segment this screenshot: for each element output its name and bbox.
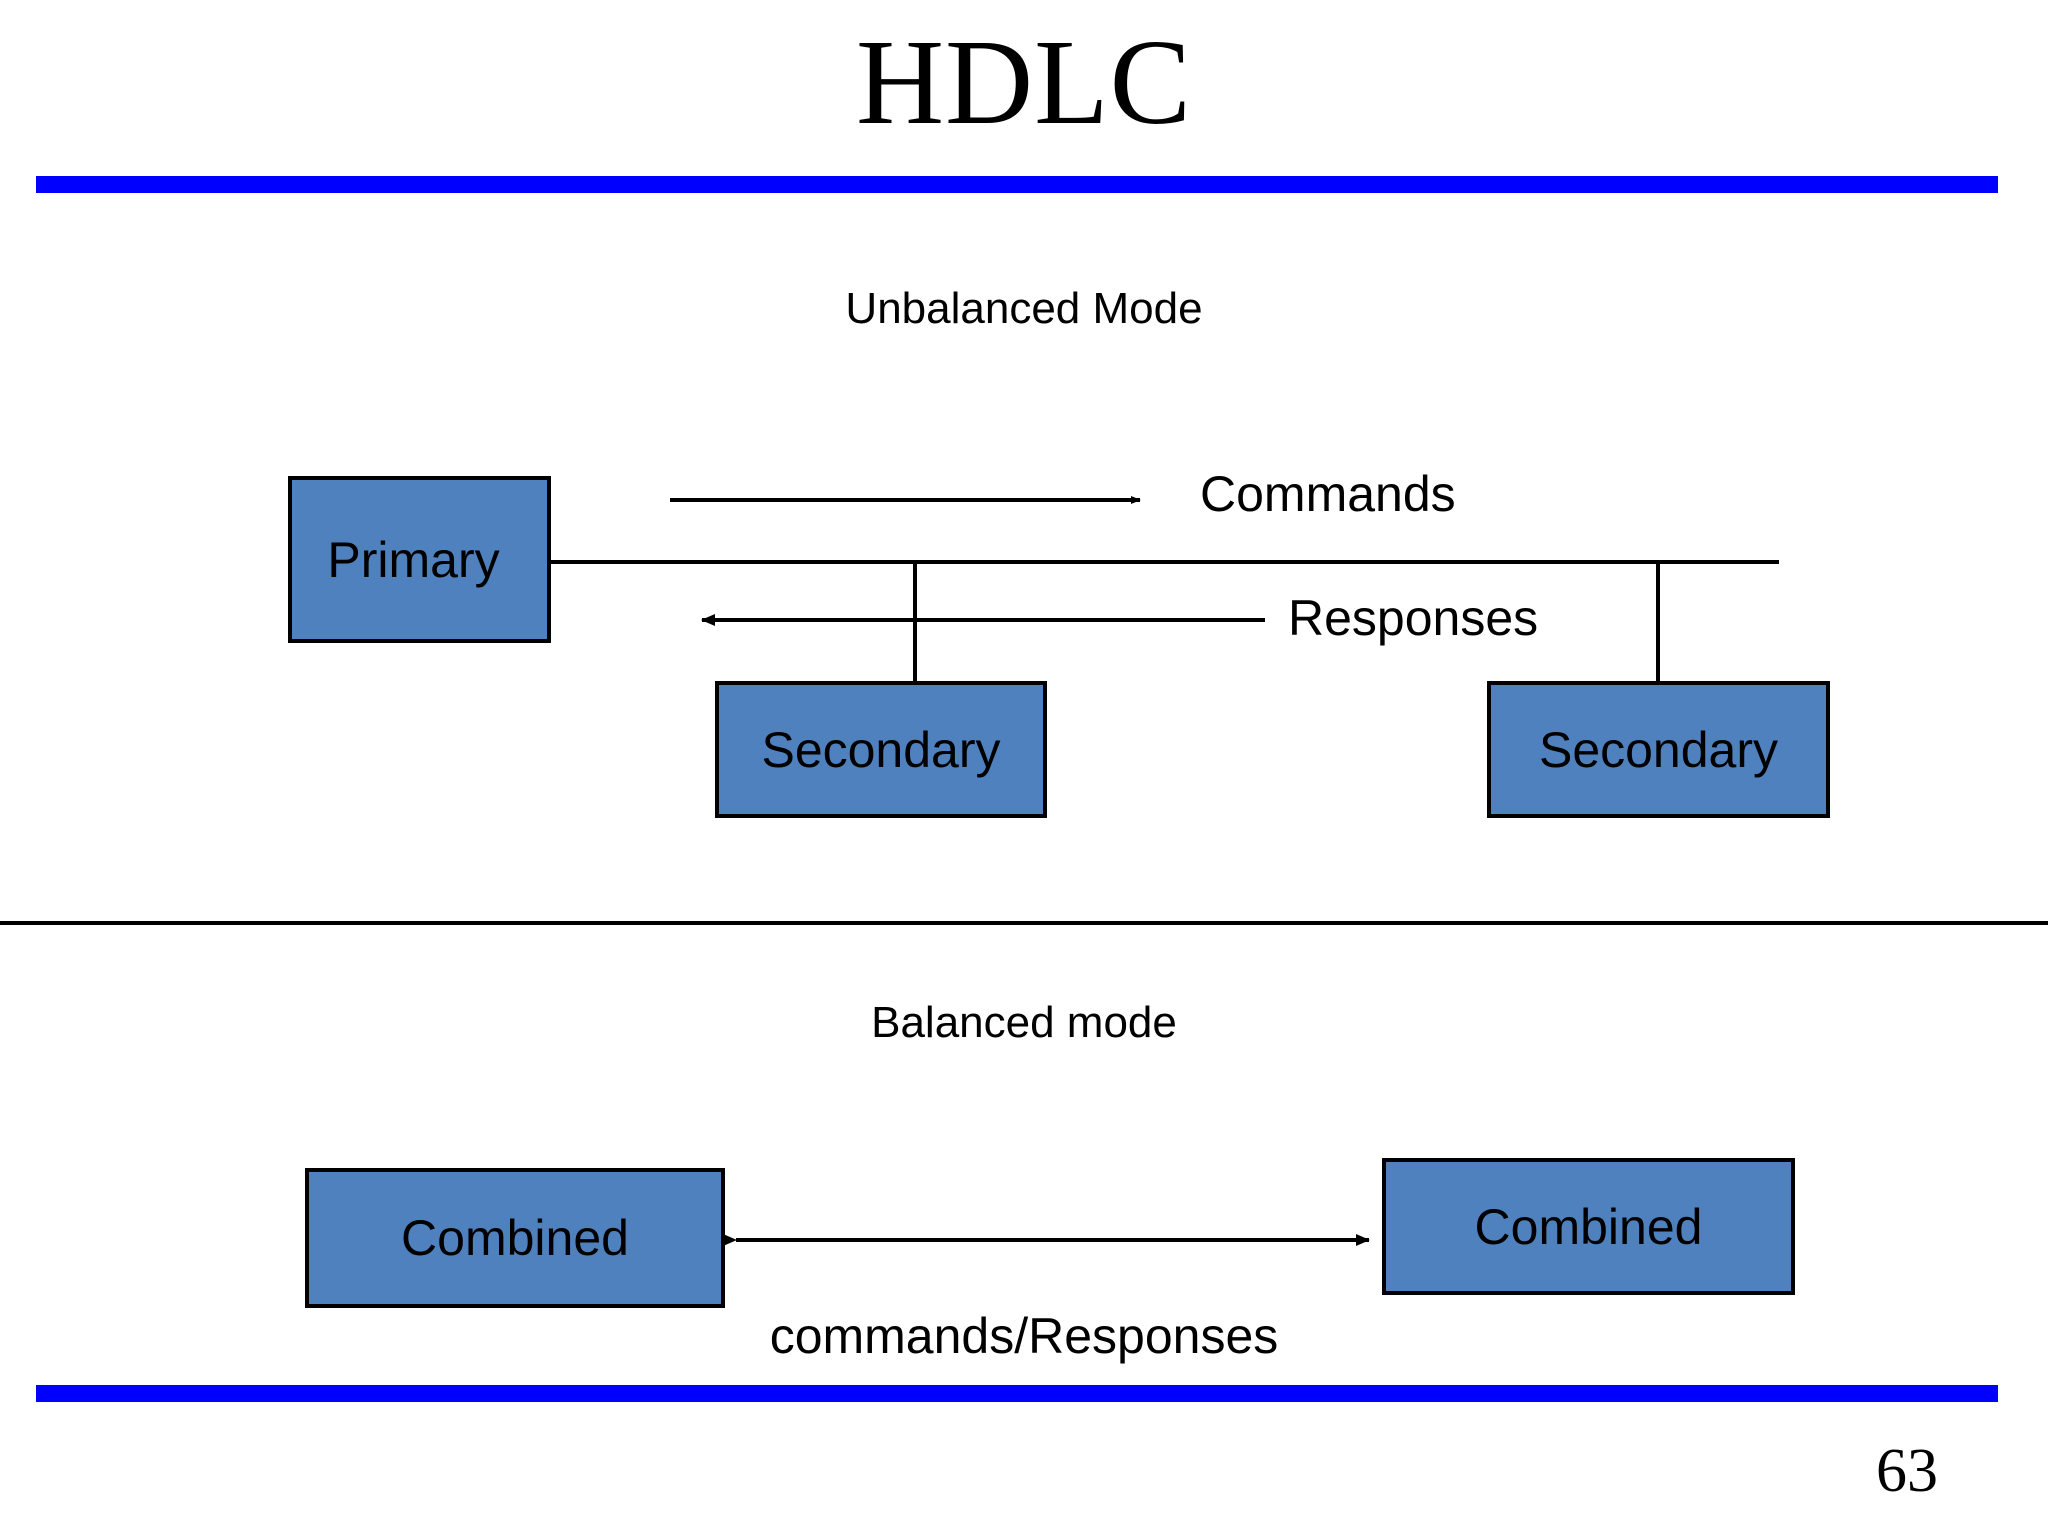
- node-secondary-1[interactable]: Secondary: [715, 681, 1047, 818]
- node-secondary-2-label: Secondary: [1538, 721, 1779, 778]
- bidirectional-arrow-icon: [723, 1234, 1370, 1246]
- section-divider: [0, 921, 2048, 925]
- commands-label: Commands: [1200, 466, 1456, 522]
- node-combined-right[interactable]: Combined: [1382, 1158, 1795, 1295]
- bus-trunk-line: [551, 560, 1779, 564]
- responses-arrow-icon: [701, 614, 1265, 626]
- node-primary[interactable]: Primary: [288, 476, 551, 643]
- page-title: HDLC: [855, 15, 1193, 150]
- responses-label: Responses: [1288, 590, 1539, 646]
- node-secondary-1-label: Secondary: [761, 721, 1001, 778]
- node-combined-left-label: Combined: [401, 1210, 629, 1266]
- commands-arrow-icon: [670, 496, 1141, 504]
- page-number: 63: [1876, 1437, 1938, 1505]
- node-combined-right-label: Combined: [1474, 1198, 1703, 1255]
- balanced-mode-heading: Balanced mode: [871, 998, 1177, 1047]
- drop-line-secondary-2: [1656, 560, 1660, 684]
- bottom-accent-rule: [36, 1385, 1998, 1402]
- node-primary-label: Primary: [327, 531, 500, 588]
- commands-responses-label: commands/Responses: [769, 1308, 1279, 1364]
- node-secondary-2[interactable]: Secondary: [1487, 681, 1830, 818]
- node-combined-left[interactable]: Combined: [305, 1168, 725, 1308]
- top-accent-rule: [36, 176, 1998, 193]
- unbalanced-mode-heading: Unbalanced Mode: [845, 284, 1203, 333]
